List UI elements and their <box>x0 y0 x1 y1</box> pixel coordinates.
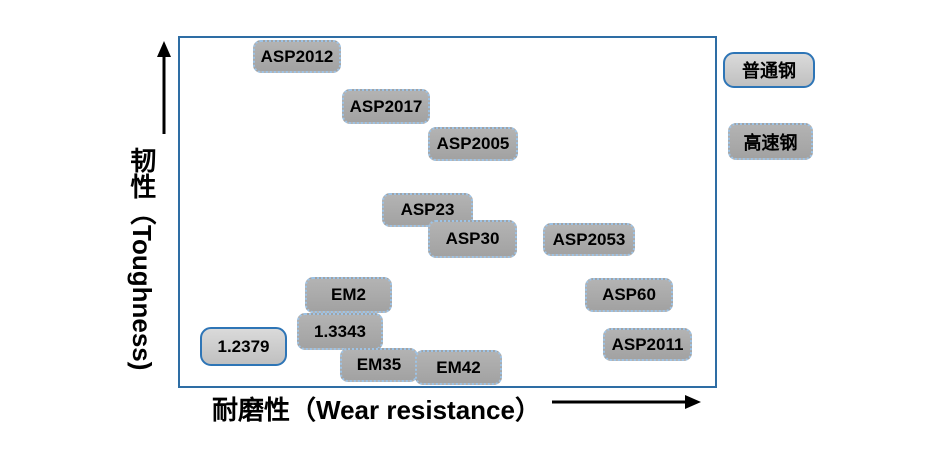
steel-box-EM2: EM2 <box>305 277 392 313</box>
steel-box-ASP2053: ASP2053 <box>543 223 635 256</box>
steel-box-1.3343: 1.3343 <box>297 313 383 350</box>
legend-item-普通钢: 普通钢 <box>723 52 815 88</box>
x-axis-label: 耐磨性（Wear resistance） <box>212 395 541 425</box>
y-axis-label: 韧性（Toughness) <box>126 147 157 371</box>
steel-box-ASP2005: ASP2005 <box>428 127 518 161</box>
legend-item-高速钢: 高速钢 <box>728 123 813 160</box>
steel-box-ASP60: ASP60 <box>585 278 673 312</box>
x-axis-arrow-icon <box>552 395 701 409</box>
steel-box-ASP2017: ASP2017 <box>342 89 430 124</box>
steel-box-EM42: EM42 <box>415 350 502 385</box>
y-axis-arrow-icon <box>157 41 171 134</box>
steel-box-EM35: EM35 <box>340 348 418 382</box>
steel-box-ASP2012: ASP2012 <box>253 40 341 73</box>
steel-box-1.2379: 1.2379 <box>200 327 287 366</box>
steel-box-ASP2011: ASP2011 <box>603 328 692 361</box>
steel-box-ASP30: ASP30 <box>428 220 517 258</box>
